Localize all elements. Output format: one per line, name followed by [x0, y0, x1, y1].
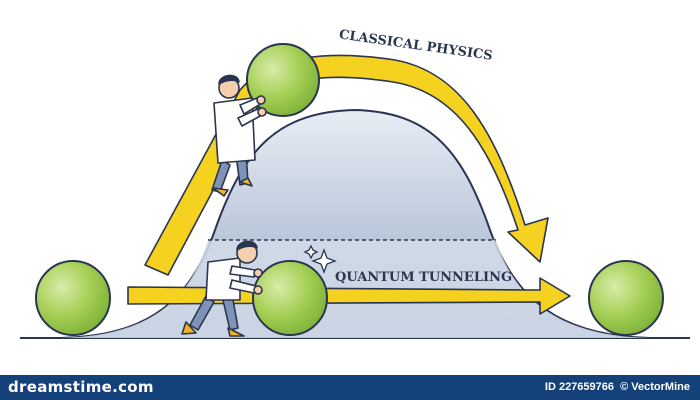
image-id: ID 227659766: [544, 381, 615, 393]
image-id-credit: ID 227659766 © VectorMine: [545, 381, 690, 393]
sphere-start: [35, 260, 111, 336]
quantum-arrow: [127, 277, 571, 315]
author-credit: © VectorMine: [620, 381, 690, 393]
sphere-quantum: [252, 260, 328, 336]
stock-footer-bar: dreamstime.com ID 227659766 © VectorMine: [0, 375, 700, 400]
brand-logo-text: dreamstime.com: [8, 378, 154, 396]
sphere-end: [588, 260, 664, 336]
sparkle-icon: [303, 244, 337, 274]
scientist-pushing-figure: [181, 240, 263, 337]
quantum-tunneling-label: QUANTUM TUNNELING: [335, 270, 512, 285]
scientist-climbing-figure: [211, 74, 267, 197]
